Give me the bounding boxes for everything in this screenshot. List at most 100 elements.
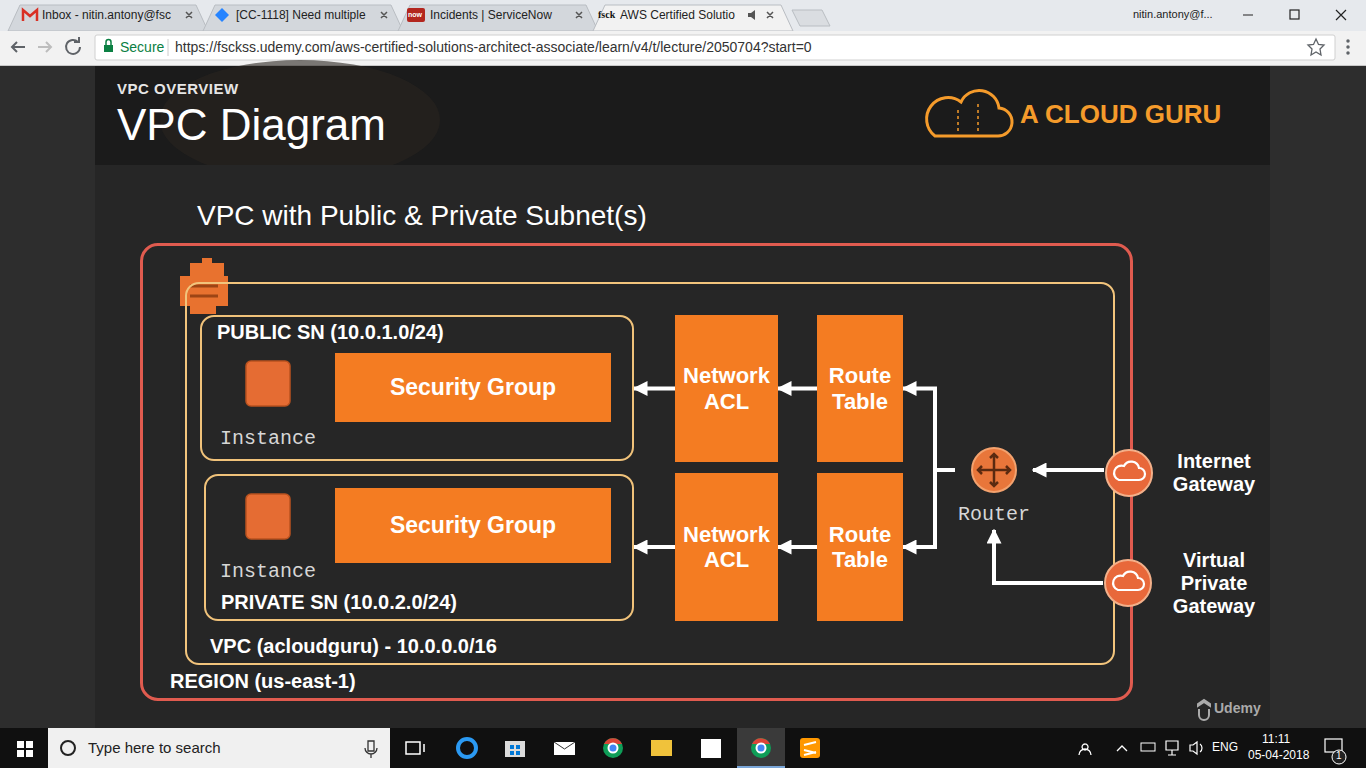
router-arrows (978, 454, 1010, 486)
window-controls (1243, 10, 1346, 20)
mail-icon (554, 742, 575, 755)
tab-title: [CC-1118] Need multiple (236, 9, 366, 23)
udemy-logo (1198, 700, 1210, 720)
battery-icon (1141, 743, 1155, 751)
browser-tab (203, 5, 403, 31)
node-label: Internet Gateway (1166, 450, 1262, 496)
instance-icon (245, 493, 291, 541)
region-box: REGION (us-east-1)VPC (acloudguru) - 10.… (140, 243, 1133, 701)
tab-title: AWS Certified Solutio (620, 9, 735, 23)
search-placeholder: Type here to search (88, 739, 221, 756)
network-acl-box: Network ACL (675, 473, 778, 621)
mic-icon (365, 741, 377, 758)
virtual-private-gateway: Virtual Private Gateway (1103, 540, 1268, 626)
gmail-icon (23, 10, 37, 21)
gateway-circle (1106, 450, 1152, 496)
instance-icon (245, 360, 291, 408)
mail-icon-detail (554, 742, 575, 749)
language-indicator: ENG (1212, 741, 1238, 755)
menu-icon (1346, 41, 1350, 53)
video-area (0, 66, 1366, 728)
flow-arrow (903, 470, 955, 547)
gateway-icon (1104, 448, 1154, 498)
notification-badge (1332, 750, 1346, 764)
tab-title: Incidents | ServiceNow (430, 9, 552, 23)
node-label: Security Group (390, 374, 556, 400)
jira-icon (215, 8, 229, 22)
network-acl-box: Network ACL (675, 315, 778, 462)
vpc-box: VPC (acloudguru) - 10.0.0.0/16 PUBLIC SN … (185, 282, 1115, 665)
flow-arrow (994, 530, 1103, 583)
node-label: Route Table (821, 522, 899, 573)
route-table-box: Route Table (817, 473, 903, 621)
node-label: VPC (acloudguru) - 10.0.0.0/16 (210, 635, 497, 658)
gateway-circle (1105, 560, 1151, 606)
flow-arrow (778, 387, 817, 391)
flow-arrow (903, 389, 955, 471)
route-table-box: Route Table (817, 315, 903, 462)
slide-section: VPC OVERVIEW (117, 80, 239, 97)
search-box (48, 728, 390, 768)
toolbar (0, 31, 1366, 66)
sublime-icon (800, 738, 820, 758)
lock-icon (104, 45, 113, 52)
instance-square (246, 361, 290, 406)
volume-icon (1190, 742, 1202, 754)
store-icon-detail (510, 745, 520, 755)
vpc-icon (180, 258, 228, 314)
subnet-box: PRIVATE SN (10.0.2.0/24) Instance Security… (204, 474, 634, 621)
task-view-icon (406, 742, 424, 754)
tab-title: Inbox - nitin.antony@fsc (42, 9, 171, 23)
slide-body (95, 165, 1270, 728)
node-label: PUBLIC SN (10.0.1.0/24) (217, 321, 444, 344)
address-bar (95, 35, 1335, 60)
gateway-cloud (1113, 572, 1144, 590)
url-text: https://fsckss.udemy.com/aws-certified-s… (175, 39, 812, 55)
clock-time: 11:11 (1262, 733, 1290, 747)
node-label: Network ACL (679, 363, 774, 414)
user-name: nitin.antony@f... (1133, 8, 1213, 21)
browser-tab (8, 5, 208, 31)
node-label: Security Group (390, 512, 556, 538)
router: Router (955, 446, 1033, 530)
store-icon (505, 741, 525, 757)
subnet-box: PUBLIC SN (10.0.1.0/24)InstanceSecurity … (200, 315, 634, 461)
active-app-bar (737, 766, 785, 768)
notification-count: 1 (1336, 750, 1342, 762)
router-circle (972, 448, 1016, 492)
active-app-tile (737, 728, 785, 768)
flow-arrow (634, 545, 675, 549)
gateway-cloud (1114, 462, 1145, 480)
back-button (12, 42, 25, 52)
search-icon (61, 741, 75, 755)
instance: Instance (213, 491, 323, 583)
chrome-icon (751, 738, 771, 758)
chrome-icon-center (609, 744, 618, 753)
node-label: Instance (220, 560, 316, 583)
security-group-box: Security Group (335, 353, 611, 422)
favicon-text: now (408, 11, 422, 19)
toolbar-border (0, 65, 1366, 66)
brand-name: A CLOUD GURU (1020, 100, 1221, 130)
chrome-icon-center (757, 744, 766, 753)
tab-strip (0, 0, 1366, 31)
vpc-icon-detail (190, 286, 218, 296)
node-label: PRIVATE SN (10.0.2.0/24) (221, 591, 457, 614)
sticky-icon (701, 739, 721, 758)
flow-arrow (778, 545, 817, 549)
people-icon (1079, 744, 1091, 755)
secure-label: Secure (120, 39, 164, 55)
slide-title: VPC Diagram (117, 100, 386, 151)
forward-button (38, 42, 51, 52)
speaker-icon (748, 10, 755, 20)
star-icon (1308, 39, 1324, 55)
reload-button (66, 37, 80, 54)
watermark: Udemy (1214, 700, 1261, 716)
maximize-icon (1290, 10, 1299, 19)
browser-tab (398, 5, 598, 31)
taskbar (0, 728, 1366, 768)
instance-square (246, 494, 290, 539)
network-icon (1166, 741, 1178, 755)
acloudguru-logo (927, 90, 1012, 136)
